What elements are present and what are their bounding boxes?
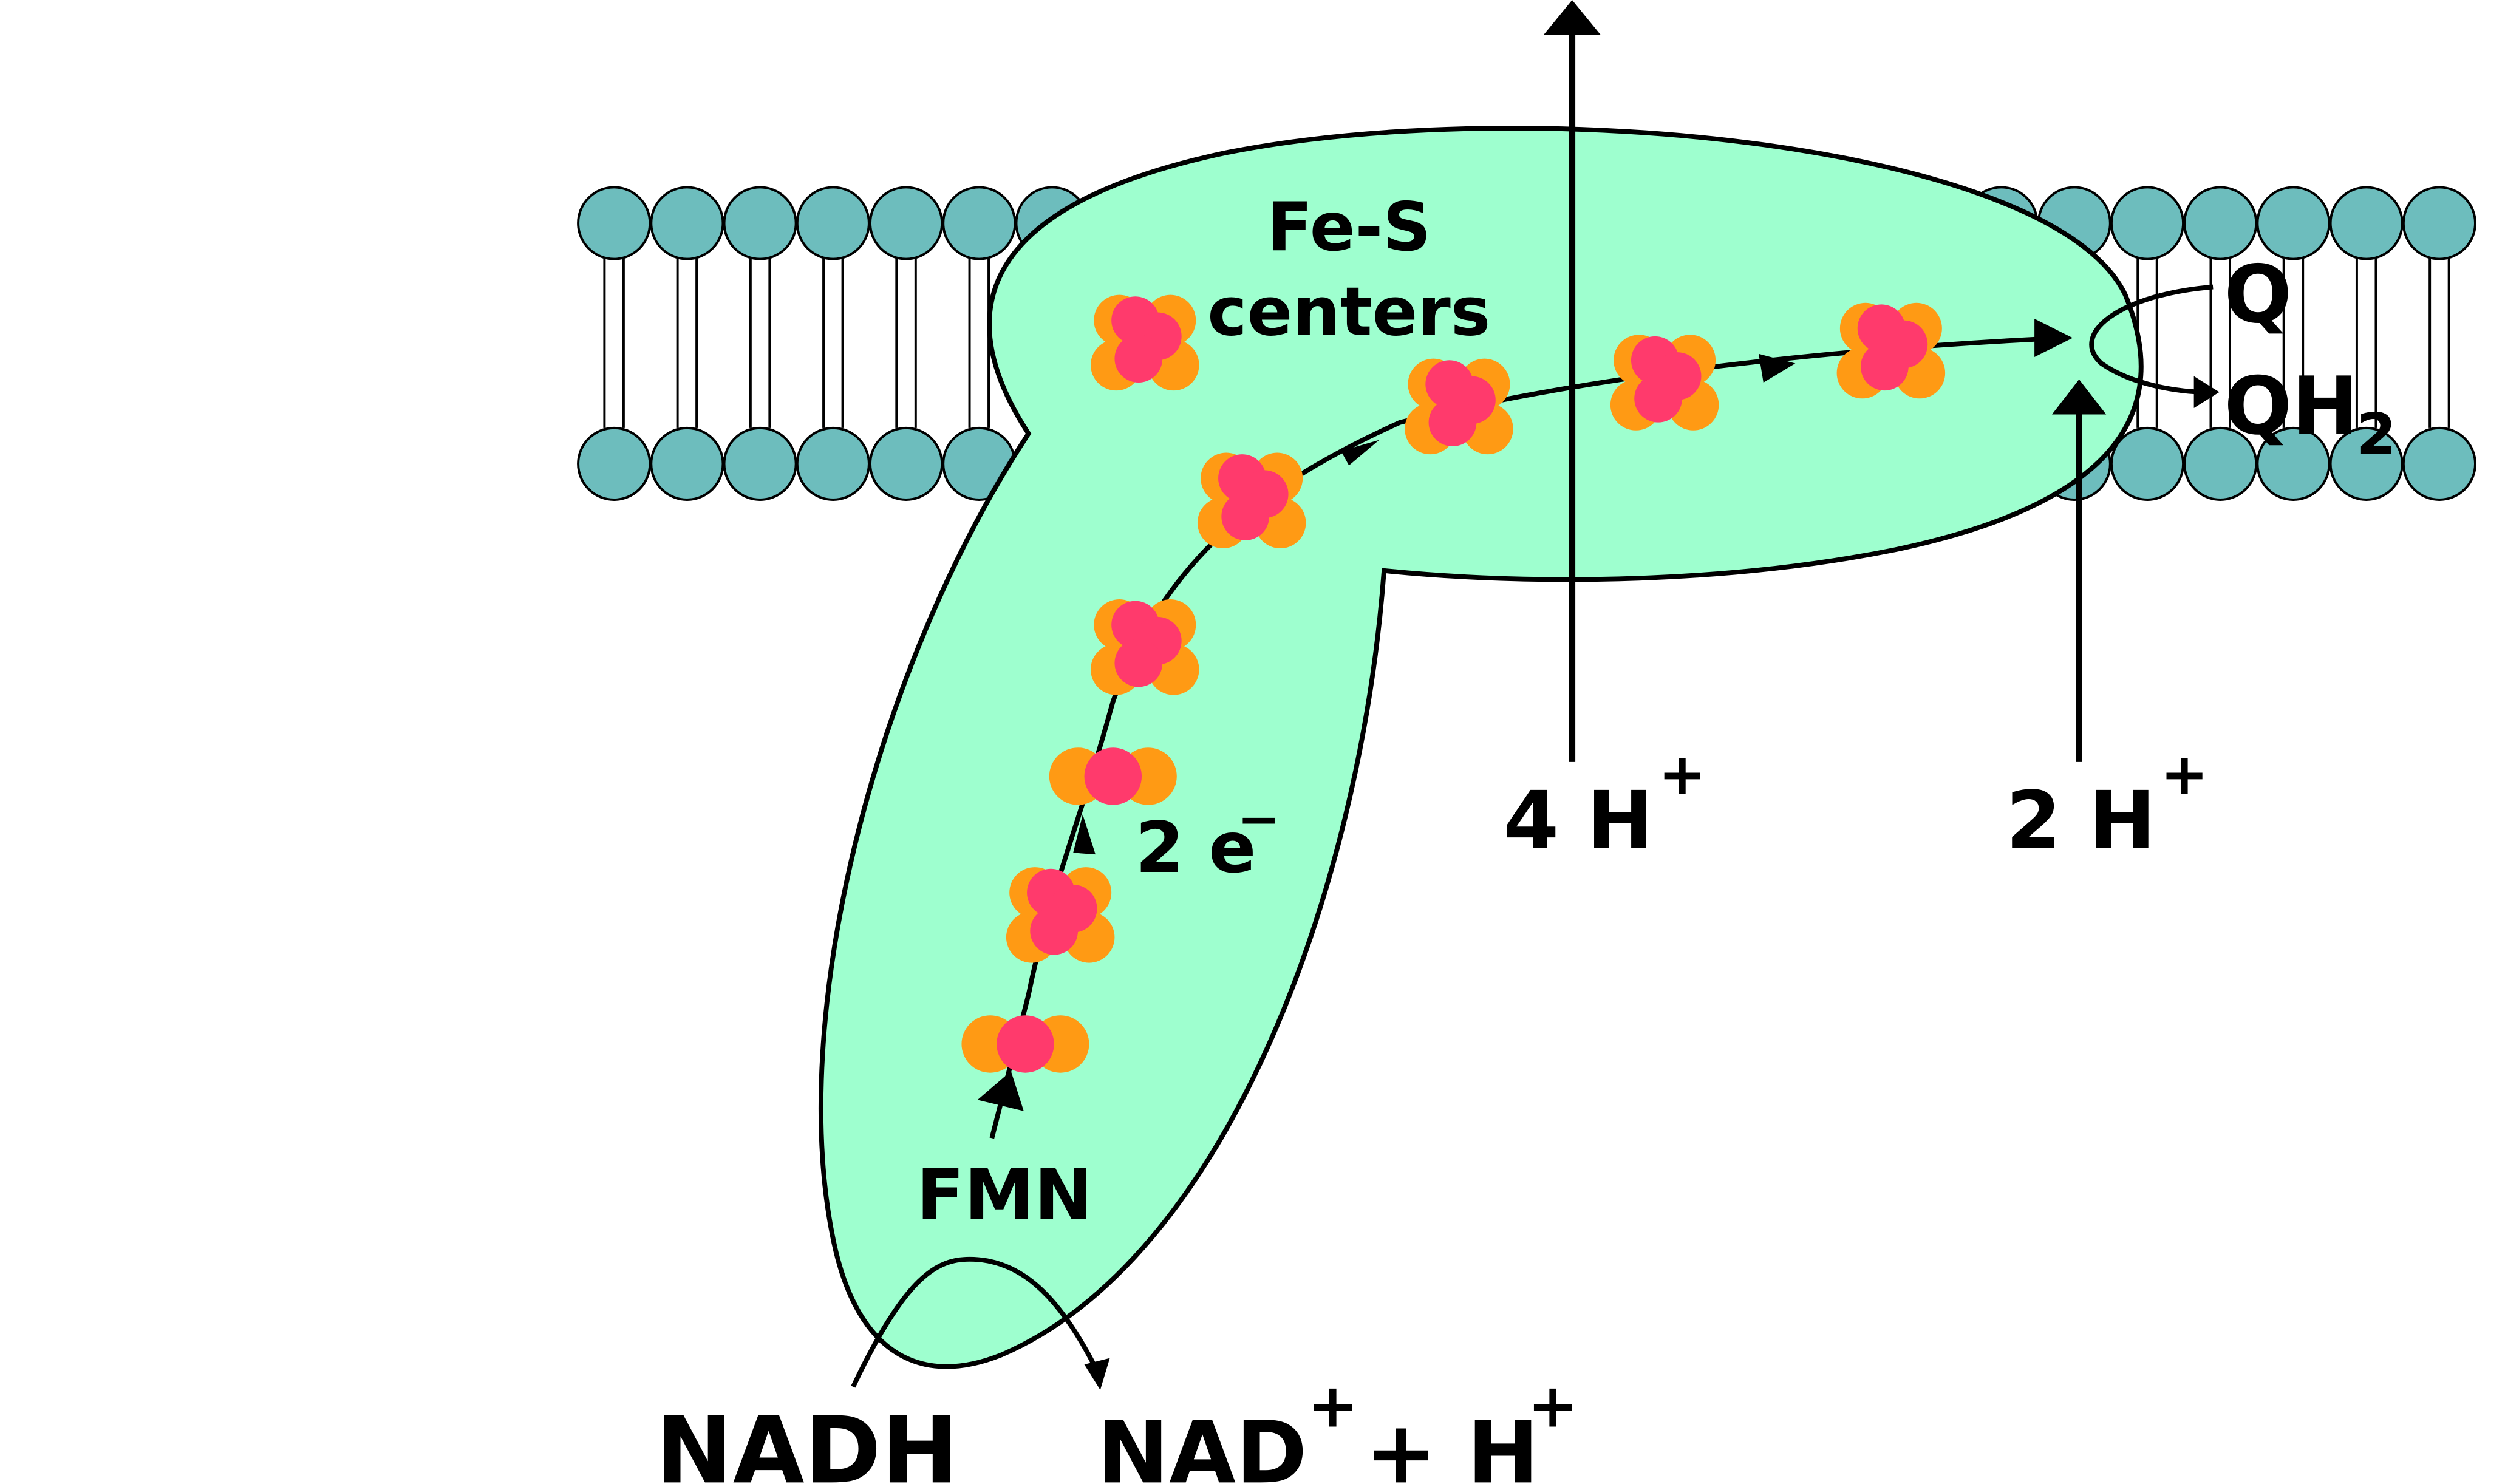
lipid-head [2402,426,2476,501]
four-h-label: 4 H [1504,774,1654,867]
electron-path-arrowhead [2034,319,2073,358]
electron-path-arrow [1758,353,1796,383]
nad-label: NAD [1097,1403,1307,1484]
proton-pump-arrowhead-2h [2052,379,2107,415]
fes-clusters [961,294,1946,1073]
lipid-head [2256,426,2331,501]
fmn-label: FMN [916,1155,1093,1236]
lipid-head [2329,426,2404,501]
qh2-subscript: 2 [2356,401,2396,468]
two-h-charge: + [2161,741,2209,808]
lipid-head [2402,186,2476,260]
lipid-head [723,426,797,501]
lipid-head [942,186,1017,260]
lipid-head [2329,186,2404,260]
q-reduction-arrow [2089,284,2214,395]
nad-plus-charge: + [1307,1370,1358,1441]
fe2s2-cluster [1049,747,1177,805]
q-reduction-arrowhead [2193,376,2220,409]
complex-i-protein [818,126,2144,1369]
electron-label: 2 e [1136,808,1256,889]
electron-path-arrow [1073,814,1096,855]
fe4s4-cluster [1091,599,1199,695]
lipid-head [2183,426,2258,501]
two-h-label: 2 H [2006,774,2156,867]
fe4s4-cluster [1197,452,1306,549]
plus-h-label: + H [1365,1403,1539,1484]
lipid-head [723,186,797,260]
lipid-head [2110,186,2185,260]
electron-path-arrow [1341,440,1380,466]
fes-label-line2: centers [1207,273,1490,351]
nadh-oxidation-arrow [851,1256,1100,1388]
lipid-head [650,426,724,501]
electron-charge: − [1238,789,1280,849]
h-plus-charge: + [1527,1370,1578,1441]
fe4s4-cluster [1836,302,1946,399]
lipid-head [650,186,724,260]
lipid-head [869,186,944,260]
lipid-head [2110,426,2185,501]
fmn-entry-arrowhead [977,1071,1024,1111]
fe4s4-cluster [1610,335,1719,431]
lipid-head [869,426,944,501]
nadh-oxidation-arrowhead [1084,1358,1110,1390]
q-label: Q [2224,248,2292,341]
four-h-charge: + [1658,741,1706,808]
fe4s4-cluster [1405,358,1513,455]
lipid-head [577,426,652,501]
fe4s4-cluster [1006,867,1115,963]
lipid-head [577,186,652,260]
fes-label-line1: Fe-S [1267,189,1431,267]
lipid-head [2183,186,2258,260]
lipid-head [796,186,870,260]
fe4s4-cluster [1091,294,1199,391]
nadh-label: NADH [655,1397,958,1484]
fe2s2-cluster [961,1015,1089,1073]
qh2-label: QH [2224,359,2359,452]
lipid-head [796,426,870,501]
proton-pump-arrowhead-4h [1543,0,1601,35]
lipid-head [2256,186,2331,260]
